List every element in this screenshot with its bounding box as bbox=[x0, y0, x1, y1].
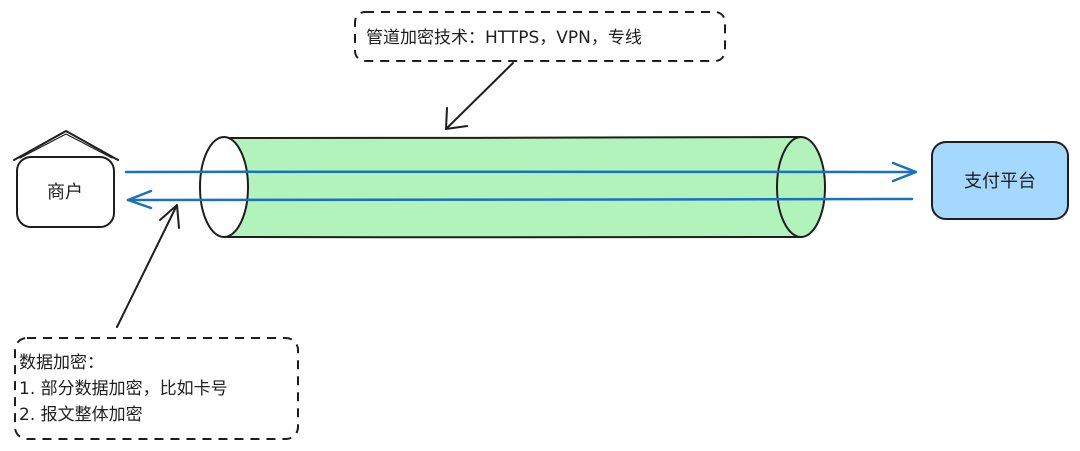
tunnel-bottom-edge bbox=[223, 235, 803, 239]
merchant-node: 商户 bbox=[13, 130, 119, 228]
data-note: 数据加密： 1. 部分数据加密，比如卡号 2. 报文整体加密 bbox=[14, 204, 299, 440]
arrow-to-merchant bbox=[126, 197, 914, 202]
tunnel-note-arrow bbox=[445, 62, 514, 130]
tunnel bbox=[199, 136, 826, 239]
merchant-roof bbox=[13, 130, 119, 161]
arrow-to-platform bbox=[124, 170, 917, 174]
merchant-box bbox=[16, 156, 115, 228]
data-note-item-2: 2. 报文整体加密 bbox=[19, 405, 143, 425]
data-note-arrow-head bbox=[159, 204, 180, 229]
flow-arrows bbox=[124, 161, 918, 210]
payment-platform-label: 支付平台 bbox=[964, 171, 1036, 192]
merchant-roof-inner bbox=[19, 133, 113, 159]
arrow-to-platform-head bbox=[891, 161, 918, 183]
tunnel-top-edge bbox=[223, 136, 802, 139]
payment-platform-node: 支付平台 bbox=[931, 141, 1069, 220]
tunnel-note-text: 管道加密技术：HTTPS，VPN，专线 bbox=[366, 28, 642, 48]
tunnel-note-box bbox=[354, 11, 726, 62]
arrow-to-merchant-head bbox=[126, 189, 153, 210]
data-note-box bbox=[14, 337, 299, 440]
data-note-title: 数据加密： bbox=[19, 353, 104, 373]
payment-platform-box bbox=[931, 141, 1069, 220]
tunnel-right-end bbox=[776, 136, 826, 238]
data-note-item-1: 1. 部分数据加密，比如卡号 bbox=[19, 379, 228, 399]
tunnel-note-arrow-head bbox=[445, 107, 468, 130]
tunnel-left-end bbox=[199, 136, 249, 238]
tunnel-body bbox=[225, 138, 800, 237]
data-note-arrow bbox=[116, 204, 178, 328]
merchant-label: 商户 bbox=[47, 182, 83, 203]
tunnel-note: 管道加密技术：HTTPS，VPN，专线 bbox=[354, 11, 726, 130]
